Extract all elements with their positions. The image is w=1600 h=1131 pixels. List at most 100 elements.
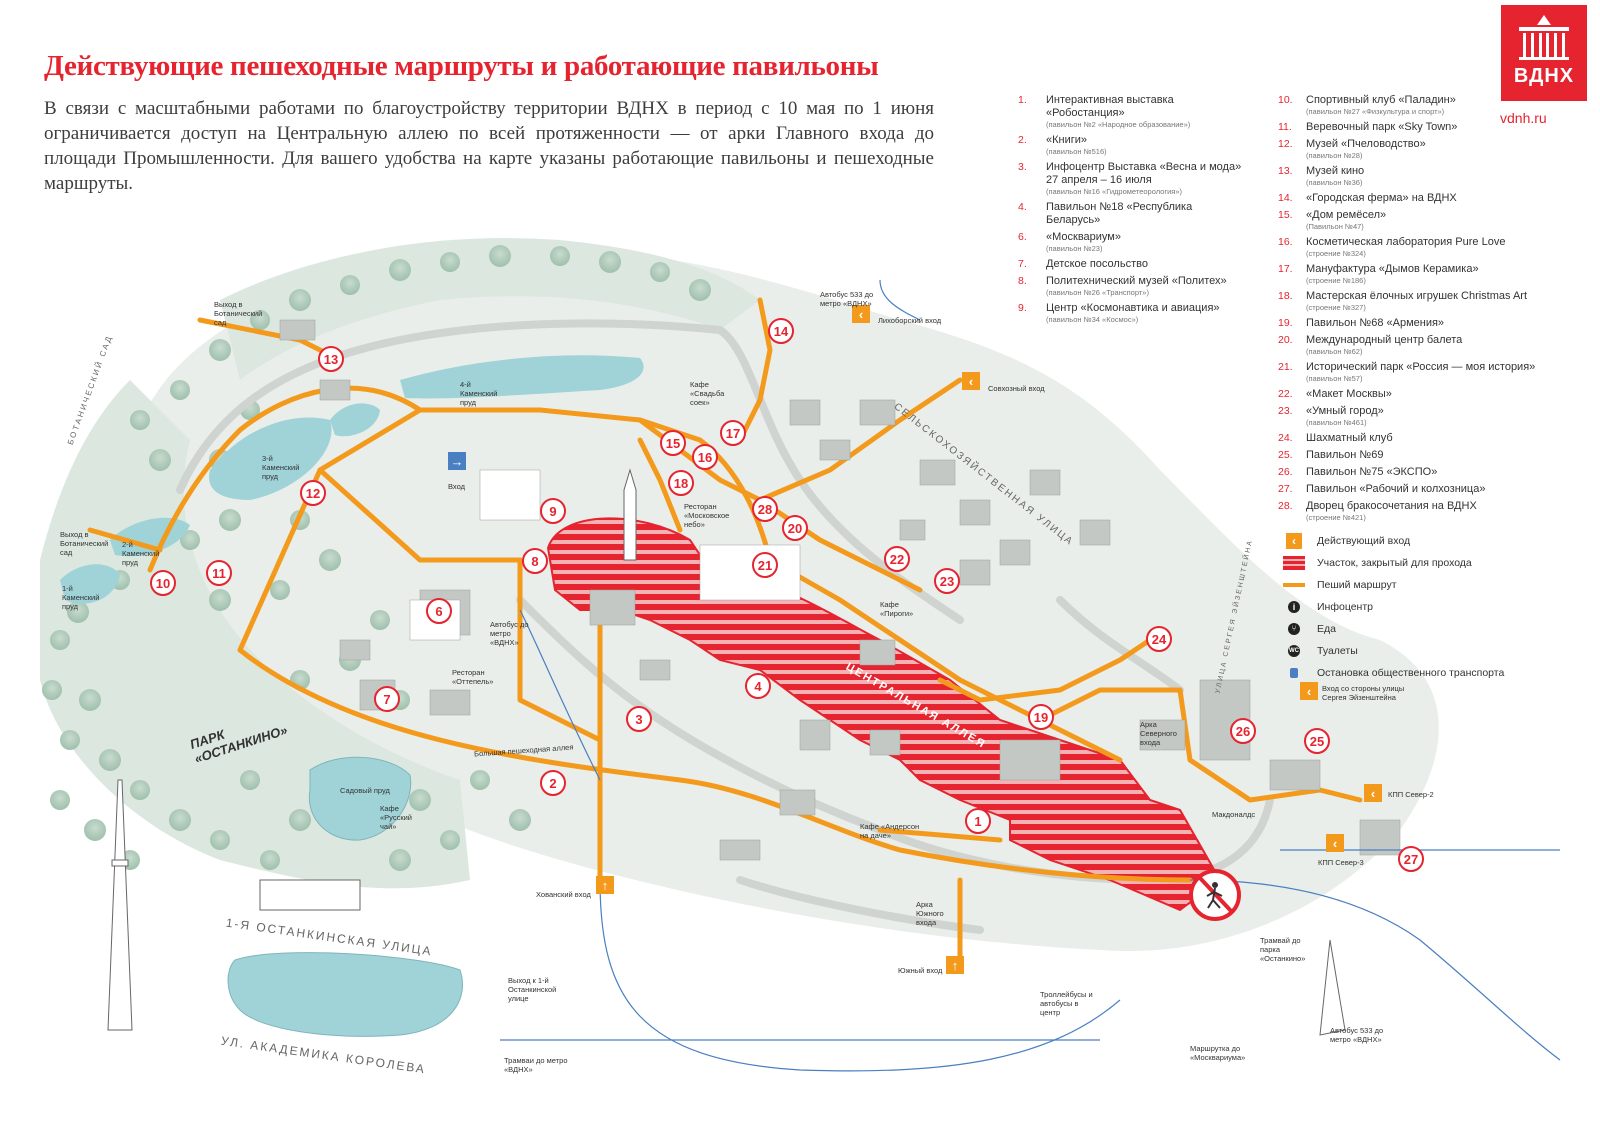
legend-name: Музей «Пчеловодство» <box>1306 138 1426 150</box>
legend-item[interactable]: 22.«Макет Москвы» <box>1278 388 1568 401</box>
entrance-icon-main[interactable]: → <box>448 452 466 470</box>
legend-item[interactable]: 15.«Дом ремёсел»(Павильон №47) <box>1278 209 1568 232</box>
arch-logo-icon <box>1519 15 1569 60</box>
closed-area-icon <box>1283 556 1305 570</box>
vdnh-logo[interactable]: ВДНХ <box>1501 5 1587 101</box>
legend-num: 6. <box>1018 231 1027 243</box>
legend-item[interactable]: 24.Шахматный клуб <box>1278 432 1568 445</box>
pin-7[interactable]: 7 <box>374 686 400 712</box>
entrance-icon-south[interactable]: ↑ <box>946 956 964 974</box>
legend-num: 12. <box>1278 138 1293 150</box>
legend-item[interactable]: 1.Интерактивная выставка «Робостанция»(п… <box>1018 94 1248 130</box>
legend-num: 14. <box>1278 192 1293 204</box>
legend-item[interactable]: 9.Центр «Космонавтика и авиация»(павильо… <box>1018 302 1248 325</box>
pin-21[interactable]: 21 <box>752 552 778 578</box>
legend-item[interactable]: 17.Мануфактура «Дымов Керамика»(строение… <box>1278 263 1568 286</box>
key-label: Действующий вход <box>1317 535 1411 547</box>
legend-sub: (павильон №36) <box>1306 178 1363 187</box>
legend-num: 24. <box>1278 432 1293 444</box>
legend-item[interactable]: 7.Детское посольство <box>1018 258 1248 271</box>
pin-20[interactable]: 20 <box>782 515 808 541</box>
label-cafe-svadba: Кафе «Свадьба соек» <box>690 380 725 407</box>
legend-name: Детское посольство <box>1046 258 1148 270</box>
legend-item[interactable]: 26.Павильон №75 «ЭКСПО» <box>1278 466 1568 479</box>
legend-name: «Умный город» <box>1306 405 1384 417</box>
pin-4[interactable]: 4 <box>745 673 771 699</box>
legend-item[interactable]: 25.Павильон №69 <box>1278 449 1568 462</box>
pin-25[interactable]: 25 <box>1304 728 1330 754</box>
legend-sub: (павильон №57) <box>1306 374 1363 383</box>
pin-14[interactable]: 14 <box>768 318 794 344</box>
pin-26[interactable]: 26 <box>1230 718 1256 744</box>
no-entry-sign <box>1189 869 1241 921</box>
pin-13[interactable]: 13 <box>318 346 344 372</box>
pin-16[interactable]: 16 <box>692 444 718 470</box>
pin-15[interactable]: 15 <box>660 430 686 456</box>
legend-item[interactable]: 2.«Книги»(павильон №516) <box>1018 134 1248 157</box>
legend-item[interactable]: 27.Павильон «Рабочий и колхозница» <box>1278 483 1568 496</box>
pin-3[interactable]: 3 <box>626 706 652 732</box>
pin-18[interactable]: 18 <box>668 470 694 496</box>
legend-item[interactable]: 10.Спортивный клуб «Паладин»(павильон №2… <box>1278 94 1568 117</box>
legend-item[interactable]: 20.Международный центр балета(павильон №… <box>1278 334 1568 357</box>
key-row: Остановка общественного транспорта <box>1283 662 1504 684</box>
legend-item[interactable]: 23.«Умный город»(павильон №461) <box>1278 405 1568 428</box>
legend-item[interactable]: 28.Дворец бракосочетания на ВДНХ(строени… <box>1278 500 1568 523</box>
legend-num: 16. <box>1278 236 1293 248</box>
pin-23[interactable]: 23 <box>934 568 960 594</box>
legend-name: Исторический парк «Россия — моя история» <box>1306 361 1536 373</box>
legend-name: Павильон №18 «Республика Беларусь» <box>1046 201 1193 226</box>
key-label: Участок, закрытый для прохода <box>1317 557 1472 569</box>
legend-item[interactable]: 16.Косметическая лаборатория Pure Love(с… <box>1278 236 1568 259</box>
legend-sub: (павильон №2 «Народное образование») <box>1046 120 1191 129</box>
legend-item[interactable]: 8.Политехнический музей «Политех»(павиль… <box>1018 275 1248 298</box>
label-kamensky-2: 2-й Каменский пруд <box>122 540 160 567</box>
label-bus533: Автобус 533 до метро «ВДНХ» <box>820 290 874 308</box>
legend-item[interactable]: 6.«Москвариум»(павильон №23) <box>1018 231 1248 254</box>
entrance-icon-eisenstein[interactable]: ‹ <box>1300 682 1318 700</box>
legend-item[interactable]: 4. Павильон №18 «Республика Беларусь» <box>1018 201 1248 227</box>
legend-name: Павильон №75 «ЭКСПО» <box>1306 466 1438 478</box>
legend-item[interactable]: 3.Инфоцентр Выставка «Весна и мода» 27 а… <box>1018 161 1248 197</box>
site-link[interactable]: vdnh.ru <box>1500 110 1547 126</box>
legend-item[interactable]: 12.Музей «Пчеловодство»(павильон №28) <box>1278 138 1568 161</box>
pin-17[interactable]: 17 <box>720 420 746 446</box>
walk-route-icon <box>1283 578 1305 592</box>
legend-name: Музей кино <box>1306 165 1365 177</box>
pin-28[interactable]: 28 <box>752 496 778 522</box>
legend-item[interactable]: 21.Исторический парк «Россия — моя истор… <box>1278 361 1568 384</box>
legend-item[interactable]: 13.Музей кино(павильон №36) <box>1278 165 1568 188</box>
label-south: Южный вход <box>898 966 943 975</box>
pin-27[interactable]: 27 <box>1398 846 1424 872</box>
pin-24[interactable]: 24 <box>1146 626 1172 652</box>
legend-name: «Дом ремёсел» <box>1306 209 1387 221</box>
legend-item[interactable]: 18.Мастерская ёлочных игрушек Christmas … <box>1278 290 1568 313</box>
entrance-icon-khovan[interactable]: ↑ <box>596 876 614 894</box>
label-kpp3: КПП Север-3 <box>1318 858 1364 867</box>
label-tram-park: Трамвай до парка «Останкино» <box>1260 936 1306 963</box>
label-south-arch: Арка Южного входа <box>916 900 944 927</box>
key-label: Туалеты <box>1317 645 1358 657</box>
pin-11[interactable]: 11 <box>206 560 232 586</box>
entrance-icon-sovkhoz[interactable]: ‹ <box>962 372 980 390</box>
entrance-icon-likhobor[interactable]: ‹ <box>852 305 870 323</box>
pin-8[interactable]: 8 <box>522 548 548 574</box>
pin-12[interactable]: 12 <box>300 480 326 506</box>
pin-2[interactable]: 2 <box>540 770 566 796</box>
label-exit-botanical-1: Выход в Ботанический сад <box>214 300 263 327</box>
legend-item[interactable]: 19.Павильон №68 «Армения» <box>1278 317 1568 330</box>
wc-icon: WC <box>1283 644 1305 658</box>
pin-22[interactable]: 22 <box>884 546 910 572</box>
pin-9[interactable]: 9 <box>540 498 566 524</box>
pin-10[interactable]: 10 <box>150 570 176 596</box>
legend-item[interactable]: 14.«Городская ферма» на ВДНХ <box>1278 192 1568 205</box>
pin-19[interactable]: 19 <box>1028 704 1054 730</box>
pin-6[interactable]: 6 <box>426 598 452 624</box>
legend-item[interactable]: 11.Веревочный парк «Sky Town» <box>1278 121 1568 134</box>
label-mcdonalds: Макдоналдс <box>1212 810 1256 819</box>
entrance-icon-kpp3[interactable]: ‹ <box>1326 834 1344 852</box>
legend-num: 4. <box>1018 201 1027 213</box>
logo-text: ВДНХ <box>1513 65 1575 87</box>
entrance-icon-kpp2[interactable]: ‹ <box>1364 784 1382 802</box>
pin-1[interactable]: 1 <box>965 808 991 834</box>
